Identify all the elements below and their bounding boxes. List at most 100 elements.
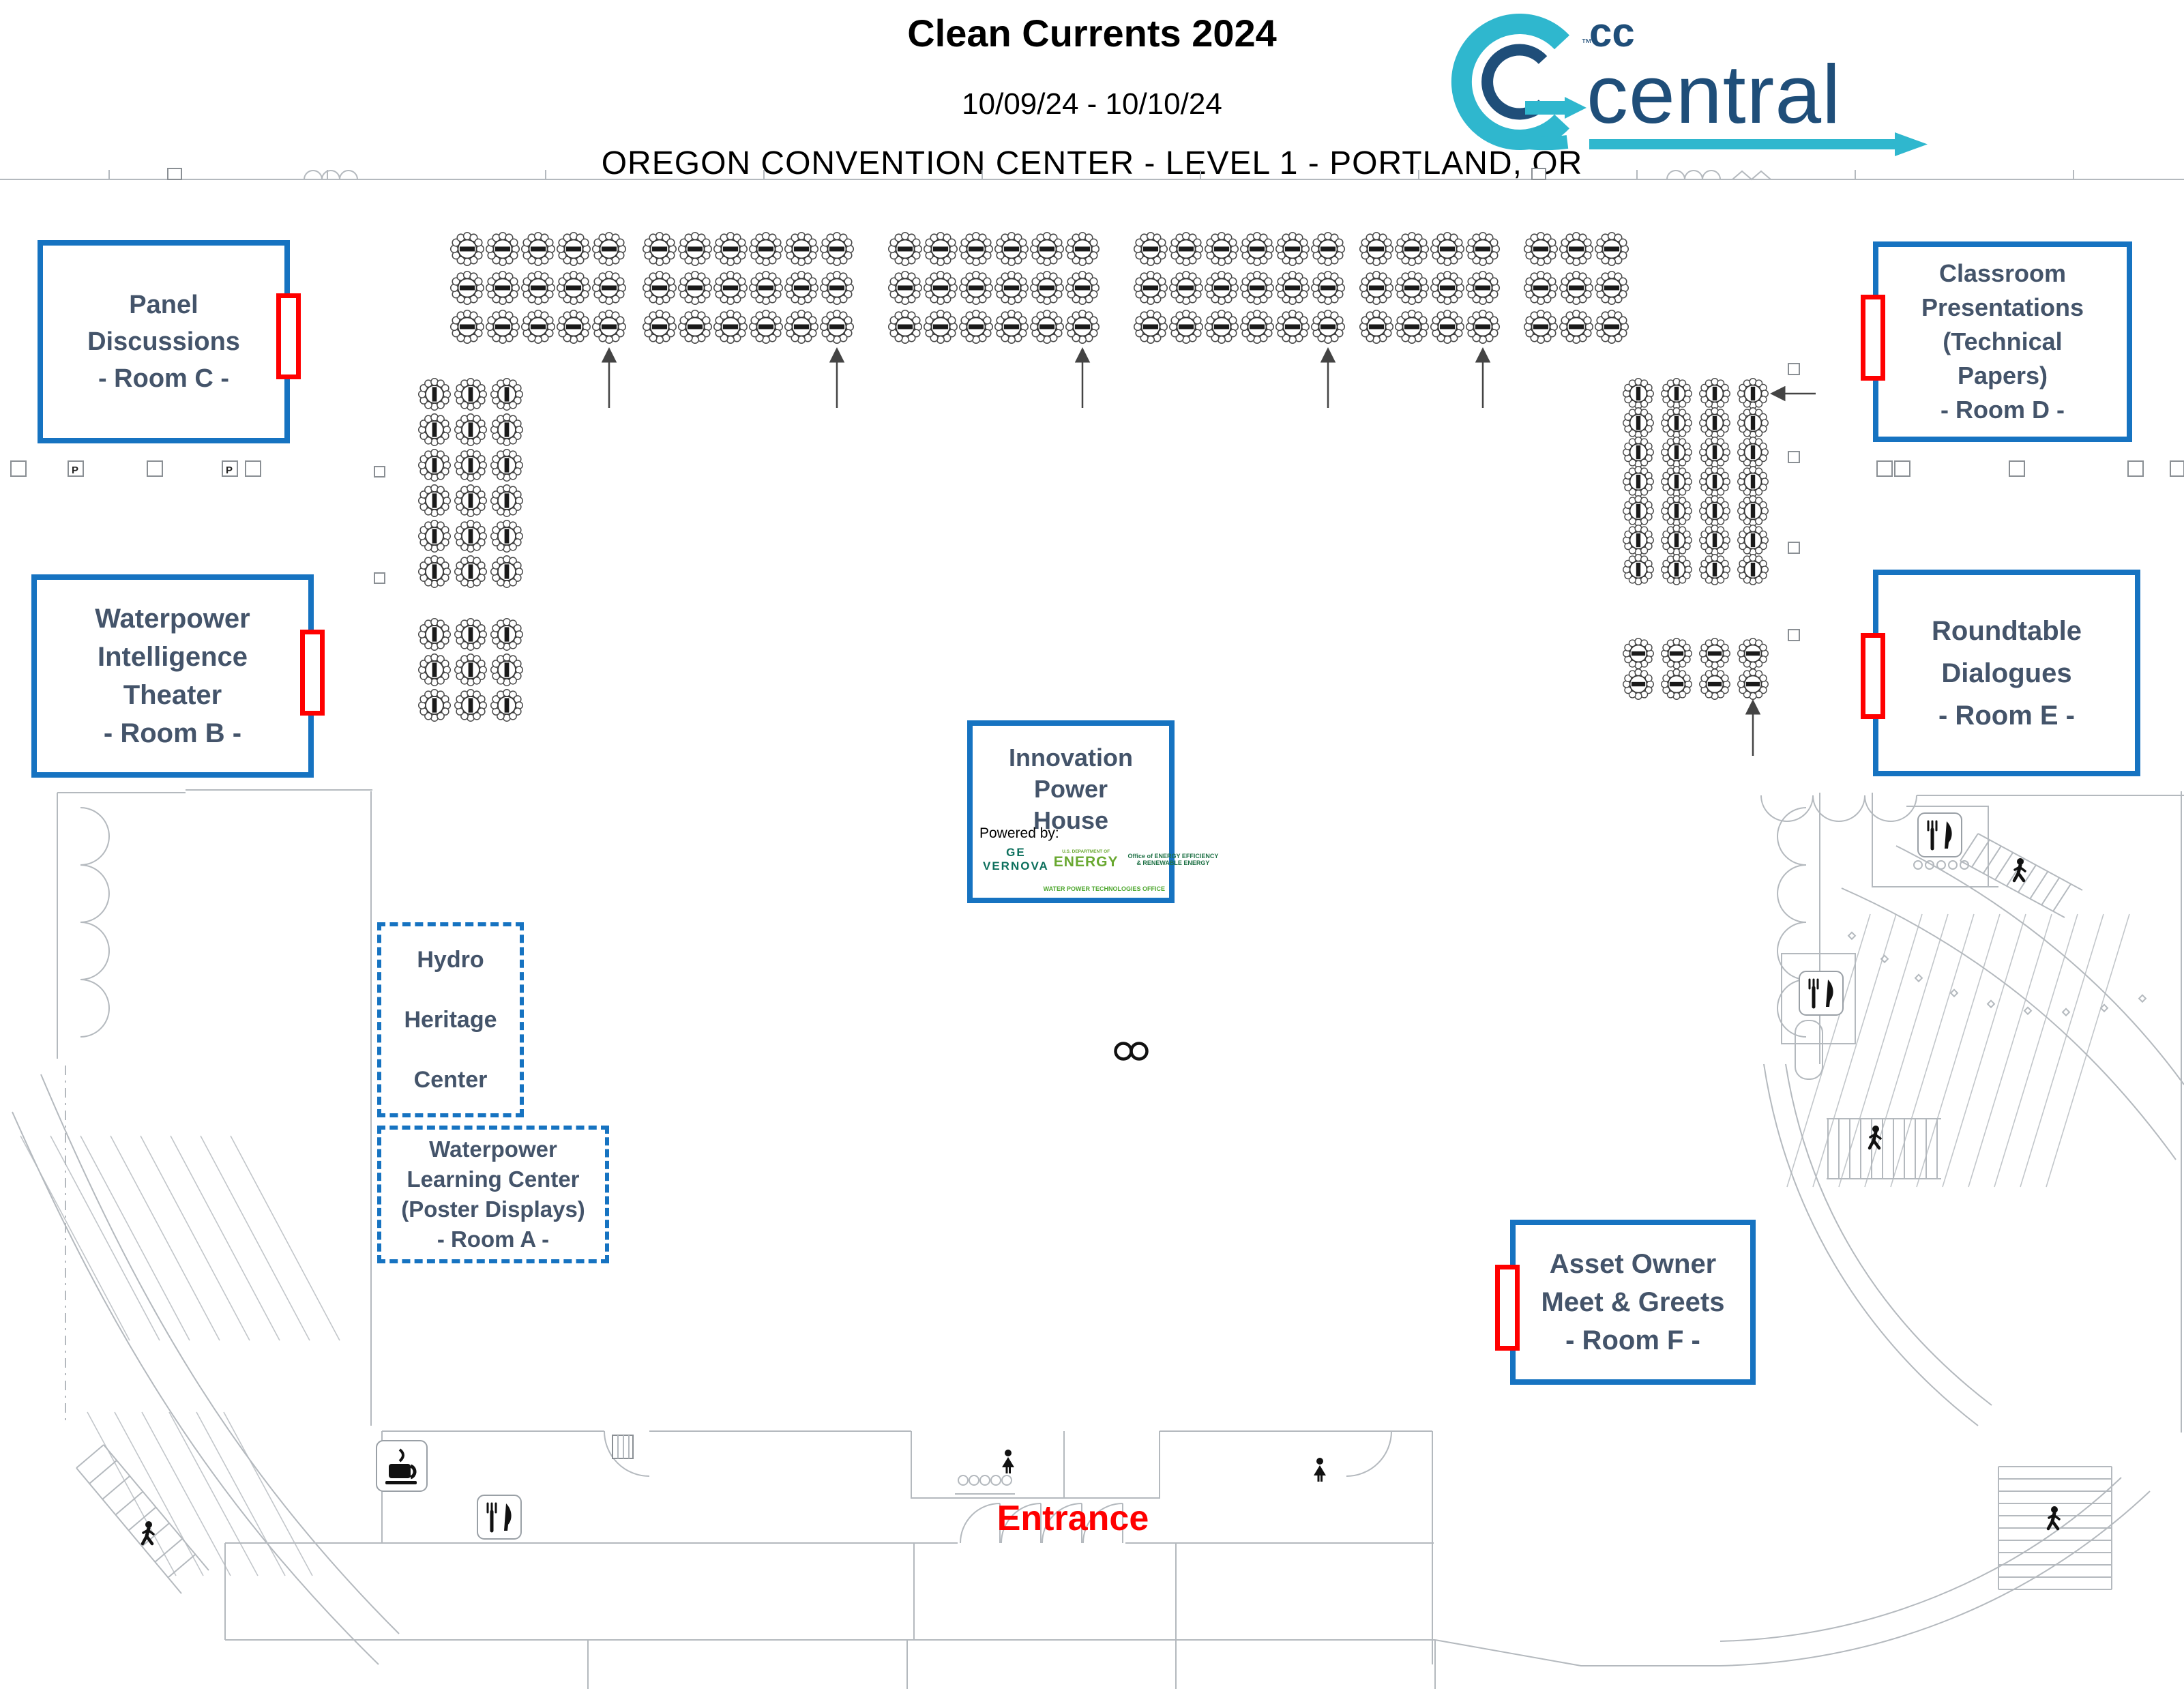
logo-central-text: central (1587, 48, 1841, 141)
round-table (1660, 637, 1693, 670)
person-icon (1002, 1450, 1014, 1473)
doe-dept-label: U.S. DEPARTMENT OF (1062, 849, 1110, 855)
round-table (417, 413, 452, 447)
round-table (490, 653, 524, 687)
round-table (417, 555, 452, 589)
hydro-heritage-center-area: Hydro Heritage Center (377, 922, 524, 1117)
round-table (454, 377, 488, 411)
round-table (1698, 407, 1731, 439)
round-table (1359, 231, 1394, 267)
round-table (887, 270, 923, 306)
round-table (1465, 309, 1501, 344)
round-table (1660, 465, 1693, 498)
round-table (1133, 270, 1168, 306)
round-table (490, 555, 524, 589)
round-table (417, 377, 452, 411)
event-title: Clean Currents 2024 (907, 12, 1277, 55)
eere-line2: & RENEWABLE ENERGY (1136, 860, 1210, 866)
round-table (1168, 231, 1204, 267)
ge-vernova-wordmark: GE VERNOVA (983, 846, 1049, 872)
round-table (449, 231, 485, 267)
round-table (1622, 637, 1655, 670)
room-label-e: Roundtable Dialogues - Room E - (1932, 615, 2082, 731)
pillar-label: P (72, 465, 78, 476)
round-table (819, 309, 855, 344)
door-marker-room-b (300, 630, 325, 716)
innovation-title: Innovation Power House (1009, 744, 1133, 834)
round-table (1394, 270, 1430, 306)
round-table (1660, 553, 1693, 586)
round-table (417, 617, 452, 651)
stand-arrows (601, 347, 1816, 756)
round-table (417, 653, 452, 687)
round-table (1622, 436, 1655, 469)
round-table (490, 448, 524, 482)
round-table (454, 688, 488, 722)
round-table (417, 484, 452, 518)
door-marker-room-e (1861, 633, 1885, 719)
round-table (1239, 231, 1275, 267)
room-label-c: Panel Discussions - Room C - (87, 291, 240, 393)
round-table (1029, 309, 1065, 344)
round-table (520, 309, 556, 344)
round-table (1737, 436, 1769, 469)
round-table (1737, 637, 1769, 670)
hydro-label: Hydro Heritage Center (404, 947, 497, 1093)
round-table (748, 309, 784, 344)
doe-energy-label: ENERGY (1053, 853, 1119, 870)
round-table (1275, 231, 1310, 267)
round-table (1310, 231, 1346, 267)
round-table (490, 617, 524, 651)
room-label-f: Asset Owner Meet & Greets - Room F - (1541, 1249, 1725, 1355)
round-table (485, 231, 520, 267)
round-table (556, 231, 591, 267)
round-table (958, 270, 994, 306)
round-table (1239, 309, 1275, 344)
round-table (1698, 668, 1731, 701)
round-table (485, 309, 520, 344)
logo-arrow-icon (1589, 132, 1928, 156)
round-table (417, 519, 452, 553)
round-table (1065, 270, 1100, 306)
round-table (454, 519, 488, 553)
round-table (1594, 270, 1629, 306)
round-table (819, 270, 855, 306)
door-marker-room-f (1495, 1265, 1520, 1351)
round-table (490, 413, 524, 447)
round-table (1698, 553, 1731, 586)
round-table (1622, 465, 1655, 498)
round-table (1594, 309, 1629, 344)
round-table (1359, 309, 1394, 344)
round-table (713, 309, 748, 344)
banquet-tables (417, 231, 1769, 722)
round-table (677, 231, 713, 267)
round-table (1430, 270, 1465, 306)
round-table (1737, 495, 1769, 527)
round-table (417, 688, 452, 722)
round-table (1029, 270, 1065, 306)
round-table (1310, 309, 1346, 344)
round-table (713, 231, 748, 267)
room-box-panel-discussions: Panel Discussions - Room C - (38, 240, 290, 443)
round-table (1133, 231, 1168, 267)
round-table (1430, 231, 1465, 267)
round-table (994, 309, 1029, 344)
infinity-marker (1114, 1042, 1149, 1061)
round-table (994, 231, 1029, 267)
round-table (591, 309, 627, 344)
round-table (454, 653, 488, 687)
round-table (1737, 668, 1769, 701)
powered-by-label: Powered by: (979, 825, 1059, 841)
round-table (642, 309, 677, 344)
round-table (748, 231, 784, 267)
round-table (1737, 553, 1769, 586)
round-table (1430, 309, 1465, 344)
round-table (1660, 495, 1693, 527)
round-table (1559, 270, 1594, 306)
eere-line1: Office of ENERGY EFFICIENCY (1127, 853, 1219, 860)
round-table (887, 231, 923, 267)
round-table (1660, 524, 1693, 557)
round-table (417, 448, 452, 482)
fork-knife-icon (1918, 813, 1962, 857)
